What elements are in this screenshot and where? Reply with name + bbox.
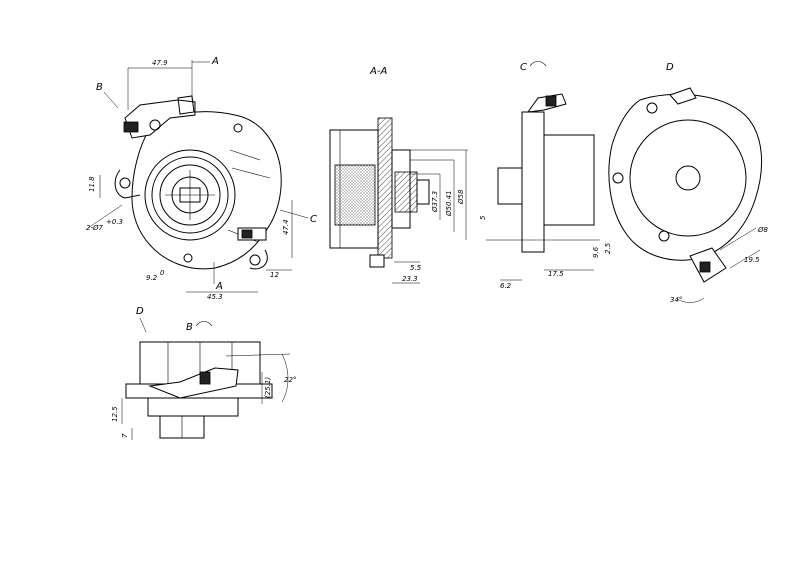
- view-arrow-b: [103, 91, 119, 109]
- rotor-bore-outer: [144, 149, 236, 241]
- dim-line-19-5: [729, 249, 761, 269]
- section-arrow-c: [279, 209, 309, 219]
- dim-47-4: 47.4: [282, 219, 290, 235]
- shaft-hatched: [394, 171, 418, 213]
- mount-hole-d1: [646, 102, 658, 114]
- front-view: 47.9 A B 11.8 2-Ø7 +0.3 C 47.4 12 9.2 0 …: [86, 56, 317, 301]
- rotor-bore-inner: [159, 164, 221, 226]
- rotation-arrow-c: [529, 61, 547, 67]
- view-title-d: D: [666, 62, 674, 73]
- dim-12-5: 12.5: [111, 406, 119, 422]
- hose-connector-top: [124, 99, 196, 139]
- dim-50-41: Ø50.41: [445, 190, 453, 217]
- mounting-hole-right: [249, 254, 261, 266]
- fastener-bottom: [369, 254, 385, 268]
- view-arrow-d: [139, 317, 147, 333]
- dim-6-2: 6.2: [500, 282, 512, 290]
- mounting-hole-left: [119, 177, 131, 189]
- connector-nozzle: [177, 95, 195, 115]
- dim-9-6: 9.6: [592, 246, 600, 258]
- section-view-a-a: A-A Ø37.3 Ø50.41 Ø58 5.5 23.3: [329, 66, 468, 284]
- pump-housing-outline: [131, 111, 282, 270]
- section-label-a-top: A: [211, 56, 219, 67]
- dim-45-3: 45.3: [207, 293, 223, 301]
- cover-outer: [629, 119, 747, 237]
- rotation-arrow-b: [195, 321, 213, 327]
- view-label-c: C: [310, 214, 317, 225]
- base-plate-bottom: [147, 397, 239, 417]
- pump-body-side: [543, 134, 595, 226]
- mounting-hole-top: [233, 123, 243, 133]
- angle-arc-34: [675, 297, 705, 303]
- connector-body-dark: [123, 121, 139, 133]
- connector-fitting: [149, 119, 161, 131]
- hose-connector-bottom: [148, 367, 239, 399]
- dim-2x7: 2-Ø7: [86, 224, 103, 232]
- dim-34: 34°: [670, 296, 682, 304]
- dim-2x7-tol: +0.3: [106, 218, 123, 226]
- dim-11-8: 11.8: [88, 176, 96, 192]
- dim-line-8: [719, 227, 757, 251]
- dim-25-1: (25.1): [264, 377, 272, 398]
- dim-22: 22°: [284, 376, 296, 384]
- dim-9-2: 9.2: [146, 274, 158, 282]
- section-label-a-bottom: A: [215, 281, 223, 292]
- bottom-view-d: D B 22° (25.1) 12.5 7: [111, 306, 296, 440]
- section-title-a-a: A-A: [369, 66, 387, 77]
- housing-outline-d: [608, 93, 763, 261]
- dim-58: Ø58: [457, 189, 465, 205]
- shaft-end: [416, 179, 430, 205]
- dim-8: Ø8: [757, 226, 769, 234]
- flange-lobe-left: [114, 169, 141, 199]
- cover-center-boss: [675, 165, 701, 191]
- dim-7: 7: [121, 433, 129, 438]
- drive-hub-side: [497, 167, 523, 205]
- flange-hatched: [377, 117, 393, 259]
- bolt-hole-bottom: [183, 253, 193, 263]
- view-title-c: C: [520, 62, 527, 73]
- mount-hole-d3: [658, 230, 670, 242]
- dim-37-3: Ø37.3: [431, 191, 439, 213]
- valve-insert-d: [699, 261, 711, 273]
- connector-dark-bottom: [199, 371, 211, 385]
- flange-lobe-right: [249, 249, 268, 270]
- dim-47-9: 47.9: [152, 59, 168, 67]
- dim-9-2-tol: 0: [160, 269, 165, 277]
- dim-12: 12: [270, 271, 279, 279]
- fitting-top-d: [669, 87, 697, 105]
- view-title-b-bottom: B: [186, 322, 193, 333]
- view-d-top: D Ø8 19.5 34°: [608, 62, 769, 304]
- angle-ref-line: [225, 353, 291, 357]
- flange-side: [521, 111, 545, 253]
- dim-19-5: 19.5: [744, 256, 760, 264]
- view-label-b: B: [96, 82, 103, 93]
- angle-arc-22: [281, 353, 289, 403]
- rotor-bore-mid: [151, 156, 229, 234]
- mount-hole-d2: [612, 172, 624, 184]
- side-view-c: C 5 6.2 17.5 9.6 2.5: [479, 61, 612, 290]
- rotor-chamber-dotted: [334, 164, 376, 226]
- dim-5-5: 5.5: [410, 264, 422, 272]
- dim-17-5: 17.5: [548, 270, 564, 278]
- dim-23-3: 23.3: [402, 275, 418, 283]
- check-valve-insert: [241, 229, 253, 239]
- dim-2-5: 2.5: [604, 242, 612, 254]
- connector-cap-side: [545, 95, 557, 107]
- dim-5: 5: [479, 215, 487, 220]
- view-title-d-bottom: D: [136, 306, 144, 317]
- leader-2x7: [87, 204, 123, 229]
